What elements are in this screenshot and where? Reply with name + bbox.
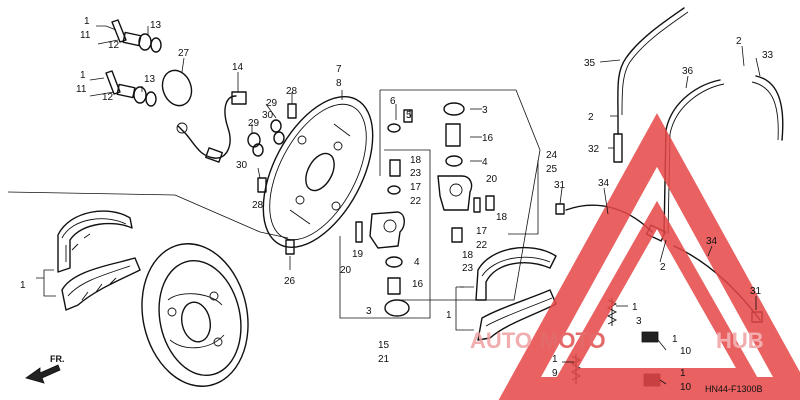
leader-lines	[36, 25, 761, 385]
callout-c20a: 20	[486, 174, 498, 185]
callout-c1h: 1	[680, 368, 686, 379]
callout-c23b: 23	[462, 263, 474, 274]
callout-c18a: 18	[410, 155, 422, 166]
callout-c31b: 31	[750, 286, 762, 297]
callout-c5: 5	[406, 110, 412, 121]
callout-labels: 1 11 12 13 1 11 12 13 27 14 28 29 30 29 …	[20, 16, 774, 393]
front-arrow: FR.	[25, 354, 65, 384]
callout-c13b: 13	[144, 74, 156, 85]
callout-c21: 21	[378, 354, 390, 365]
callout-c22a: 22	[410, 196, 422, 207]
callout-c1c: 1	[20, 280, 26, 291]
callout-c4a: 4	[482, 157, 488, 168]
brake-shoe-upper	[57, 210, 133, 273]
callout-c1g: 1	[552, 354, 558, 365]
callout-c17b: 17	[476, 226, 488, 237]
wheel-cylinder-group-frame	[339, 89, 541, 319]
callout-c30b: 30	[236, 160, 248, 171]
callout-c28a: 28	[286, 86, 298, 97]
wheel-cylinder-upper	[387, 102, 495, 243]
bolt-assembly-lower	[105, 70, 157, 107]
callout-c29a: 29	[266, 98, 278, 109]
callout-c1e: 1	[632, 302, 638, 313]
callout-c34a: 34	[598, 178, 610, 189]
callout-c1f: 1	[672, 334, 678, 345]
brake-cable-35	[613, 7, 689, 163]
callout-c2c: 2	[660, 262, 666, 273]
callout-c8: 8	[336, 78, 342, 89]
callout-c33: 33	[762, 50, 774, 61]
watermark-text-b: MOTO	[540, 328, 606, 353]
watermark-text-a: AUTO	[470, 328, 532, 353]
callout-c32: 32	[588, 144, 600, 155]
callout-c18b: 18	[496, 212, 508, 223]
callout-c3b: 3	[366, 306, 372, 317]
callout-c9: 9	[552, 368, 558, 379]
callout-c2b: 2	[736, 36, 742, 47]
callout-c19: 19	[352, 249, 364, 260]
callout-c1a: 1	[84, 16, 90, 27]
callout-c14: 14	[232, 62, 244, 73]
o-ring	[161, 69, 193, 107]
callout-c18c: 18	[462, 250, 474, 261]
callout-c36: 36	[682, 66, 694, 77]
callout-c11a: 11	[80, 30, 91, 41]
callout-c28b: 28	[252, 200, 264, 211]
callout-c29b: 29	[248, 118, 260, 129]
brake-hose	[176, 91, 247, 163]
callout-c3c: 3	[636, 316, 642, 327]
drum-frame	[7, 191, 289, 239]
wheel-cylinder-lower	[355, 197, 481, 317]
callout-c35: 35	[584, 58, 596, 69]
callout-c30a: 30	[262, 110, 274, 121]
callout-c12a: 12	[108, 40, 120, 51]
watermark-text-c: HUB	[716, 328, 764, 353]
brake-panel	[262, 96, 374, 248]
callout-c2a: 2	[588, 112, 594, 123]
callout-c31a: 31	[554, 180, 566, 191]
callout-c27: 27	[178, 48, 190, 59]
brake-cable-36	[663, 79, 725, 235]
callout-c26: 26	[284, 276, 296, 287]
callout-c10a: 10	[680, 346, 692, 357]
callout-c4b: 4	[414, 257, 420, 268]
callout-c3a: 3	[482, 105, 488, 116]
callout-c22b: 22	[476, 240, 488, 251]
callout-c25: 25	[546, 164, 558, 175]
callout-c23a: 23	[410, 168, 422, 179]
bolt-assembly-upper	[111, 19, 162, 53]
callout-c34b: 34	[706, 236, 718, 247]
callout-c17a: 17	[410, 182, 422, 193]
brake-drum	[141, 243, 249, 387]
callout-c7: 7	[336, 64, 342, 75]
callout-c13a: 13	[150, 20, 162, 31]
brake-cable-33	[751, 75, 784, 141]
callout-c1d: 1	[446, 310, 452, 321]
diagram-ref-code: HN44-F1300B	[705, 384, 763, 394]
watermark: AUTO MOTO HUB	[470, 113, 800, 400]
callout-c1b: 1	[80, 70, 86, 81]
callout-c11b: 11	[76, 84, 87, 95]
callout-c20b: 20	[340, 265, 352, 276]
callout-c16a: 16	[482, 133, 494, 144]
shoe-bracket-right	[455, 286, 474, 331]
callout-c12b: 12	[102, 92, 114, 103]
callout-c24: 24	[546, 150, 558, 161]
callout-c6: 6	[390, 96, 396, 107]
callout-c15: 15	[378, 340, 390, 351]
brake-shoe-right-upper	[475, 246, 557, 301]
brake-shoe-lower	[61, 257, 141, 311]
svg-text:FR.: FR.	[50, 354, 65, 364]
callout-c16b: 16	[412, 279, 424, 290]
callout-c10b: 10	[680, 382, 692, 393]
